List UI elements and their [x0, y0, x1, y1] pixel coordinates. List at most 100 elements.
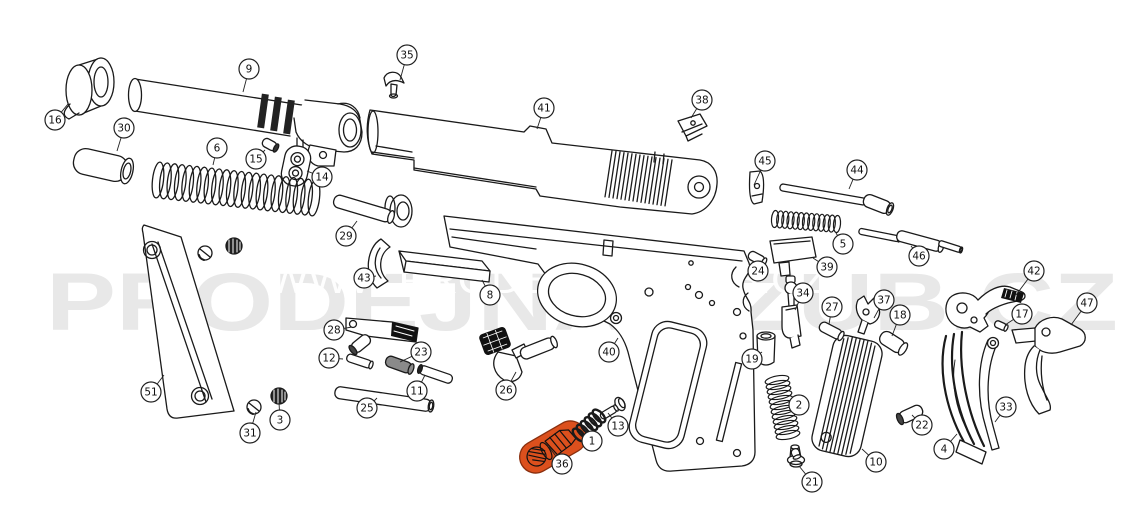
- callout-number-46: 46: [912, 251, 926, 263]
- callout-24[interactable]: 24: [747, 260, 769, 282]
- callout-number-39: 39: [820, 262, 833, 274]
- callout-46[interactable]: 46: [908, 245, 930, 267]
- part-hammer-strut[interactable]: [978, 336, 1000, 451]
- callout-23[interactable]: 23: [399, 341, 432, 363]
- part-grip-panel[interactable]: [141, 224, 235, 419]
- part-extractor[interactable]: [748, 170, 765, 205]
- callout-41[interactable]: 41: [533, 97, 555, 130]
- part-spring-plug-30[interactable]: [71, 146, 135, 185]
- part-catch-spring-1[interactable]: [571, 407, 608, 443]
- part-firing-pin-tip-46[interactable]: [858, 227, 902, 243]
- callout-number-42: 42: [1027, 266, 1040, 278]
- part-grip-bushing-top[interactable]: [225, 237, 243, 255]
- part-disconnector[interactable]: [781, 275, 802, 349]
- part-hammer[interactable]: [945, 285, 1026, 333]
- callout-29[interactable]: 29: [335, 220, 358, 247]
- part-barrel-link[interactable]: [279, 144, 313, 189]
- callout-9[interactable]: 9: [238, 58, 260, 93]
- part-rear-sight[interactable]: [677, 113, 708, 142]
- callout-38[interactable]: 38: [690, 89, 713, 119]
- part-safety-pin-26[interactable]: [519, 335, 559, 360]
- callout-14[interactable]: 14: [306, 166, 333, 188]
- callout-21[interactable]: 21: [798, 465, 823, 493]
- callout-12[interactable]: 12: [318, 347, 344, 369]
- part-pin-27[interactable]: [818, 321, 846, 342]
- callout-3[interactable]: 3: [269, 401, 291, 431]
- callout-number-27: 27: [825, 302, 838, 314]
- callout-11[interactable]: 11: [406, 374, 428, 402]
- part-slide-stop[interactable]: [345, 317, 419, 343]
- part-firing-pin-stop[interactable]: [769, 236, 817, 277]
- callout-4[interactable]: 4: [933, 433, 958, 460]
- callout-number-13: 13: [611, 421, 624, 433]
- part-grip-screw-31[interactable]: [246, 399, 262, 415]
- callout-35[interactable]: 35: [396, 44, 418, 81]
- part-frame[interactable]: [443, 215, 756, 472]
- part-slide-stop-pin-28[interactable]: [348, 333, 373, 356]
- callout-51[interactable]: 51: [140, 374, 165, 403]
- part-recoil-spring-6[interactable]: [150, 161, 321, 217]
- callout-45[interactable]: 45: [753, 150, 776, 186]
- callout-number-2: 2: [796, 400, 803, 412]
- callout-33[interactable]: 33: [994, 396, 1017, 423]
- part-grip-bushing-3[interactable]: [270, 387, 288, 405]
- callout-number-31: 31: [243, 428, 256, 440]
- part-firing-pin-spring-rod-44[interactable]: [779, 183, 869, 207]
- part-front-sight[interactable]: [383, 71, 405, 99]
- callout-44[interactable]: 44: [846, 159, 868, 190]
- callout-number-11: 11: [410, 386, 423, 398]
- part-rod-head-44[interactable]: [862, 193, 895, 216]
- part-grip-safety[interactable]: [1011, 316, 1086, 415]
- callout-number-3: 3: [277, 415, 284, 427]
- callout-number-8: 8: [487, 290, 494, 302]
- callout-27[interactable]: 27: [821, 296, 843, 325]
- callout-2[interactable]: 2: [788, 394, 810, 416]
- callout-40[interactable]: 40: [598, 337, 620, 363]
- part-mainspring-2[interactable]: [764, 374, 801, 442]
- callout-13[interactable]: 13: [607, 412, 629, 437]
- part-cap-pin-stem-21[interactable]: [790, 447, 802, 460]
- callout-37[interactable]: 37: [873, 289, 895, 319]
- part-barrel[interactable]: [127, 77, 363, 167]
- callout-26[interactable]: 26: [495, 371, 517, 401]
- callout-10[interactable]: 10: [861, 448, 887, 473]
- callout-30[interactable]: 30: [113, 117, 135, 152]
- callout-16[interactable]: 16: [44, 103, 69, 131]
- callout-19[interactable]: 19: [741, 348, 763, 370]
- callout-39[interactable]: 39: [812, 256, 838, 278]
- part-pin-17[interactable]: [993, 320, 1009, 332]
- callout-6[interactable]: 6: [206, 137, 228, 166]
- part-grip-screw-top[interactable]: [197, 245, 213, 261]
- callout-1[interactable]: 1: [581, 427, 603, 452]
- part-firing-pin-end-46[interactable]: [938, 240, 964, 254]
- callout-47[interactable]: 47: [1070, 292, 1098, 326]
- callout-number-30: 30: [117, 123, 130, 135]
- callout-18[interactable]: 18: [889, 304, 911, 337]
- part-slide[interactable]: [366, 109, 718, 215]
- part-pin-11[interactable]: [416, 364, 454, 384]
- callout-31[interactable]: 31: [239, 411, 261, 444]
- callout-17[interactable]: 17: [1004, 303, 1033, 326]
- callout-22[interactable]: 22: [911, 414, 933, 436]
- part-recoil-guide-flange[interactable]: [384, 194, 413, 228]
- part-guide-bar[interactable]: [398, 250, 491, 283]
- part-firing-pin-spring-5[interactable]: [770, 209, 842, 234]
- callout-42[interactable]: 42: [1015, 260, 1045, 296]
- part-barrel-bushing[interactable]: [63, 57, 115, 120]
- part-mainspring-housing[interactable]: [809, 333, 884, 459]
- part-plunger-tube-25[interactable]: [334, 386, 435, 413]
- callout-15[interactable]: 15: [245, 148, 267, 170]
- part-plunger-12[interactable]: [346, 353, 374, 370]
- callout-36[interactable]: 36: [548, 446, 573, 475]
- callout-25[interactable]: 25: [356, 397, 378, 419]
- part-plunger-spring-23[interactable]: [384, 355, 415, 375]
- part-link-pin-15[interactable]: [261, 137, 280, 153]
- callout-28[interactable]: 28: [323, 319, 353, 341]
- part-recoil-guide-rod-29[interactable]: [332, 194, 396, 224]
- part-pin-18[interactable]: [877, 329, 909, 357]
- part-sear-spring[interactable]: [941, 330, 987, 465]
- callout-34[interactable]: 34: [792, 282, 814, 311]
- callout-43[interactable]: 43: [353, 267, 377, 289]
- callout-8[interactable]: 8: [479, 279, 501, 306]
- callout-5[interactable]: 5: [832, 232, 854, 255]
